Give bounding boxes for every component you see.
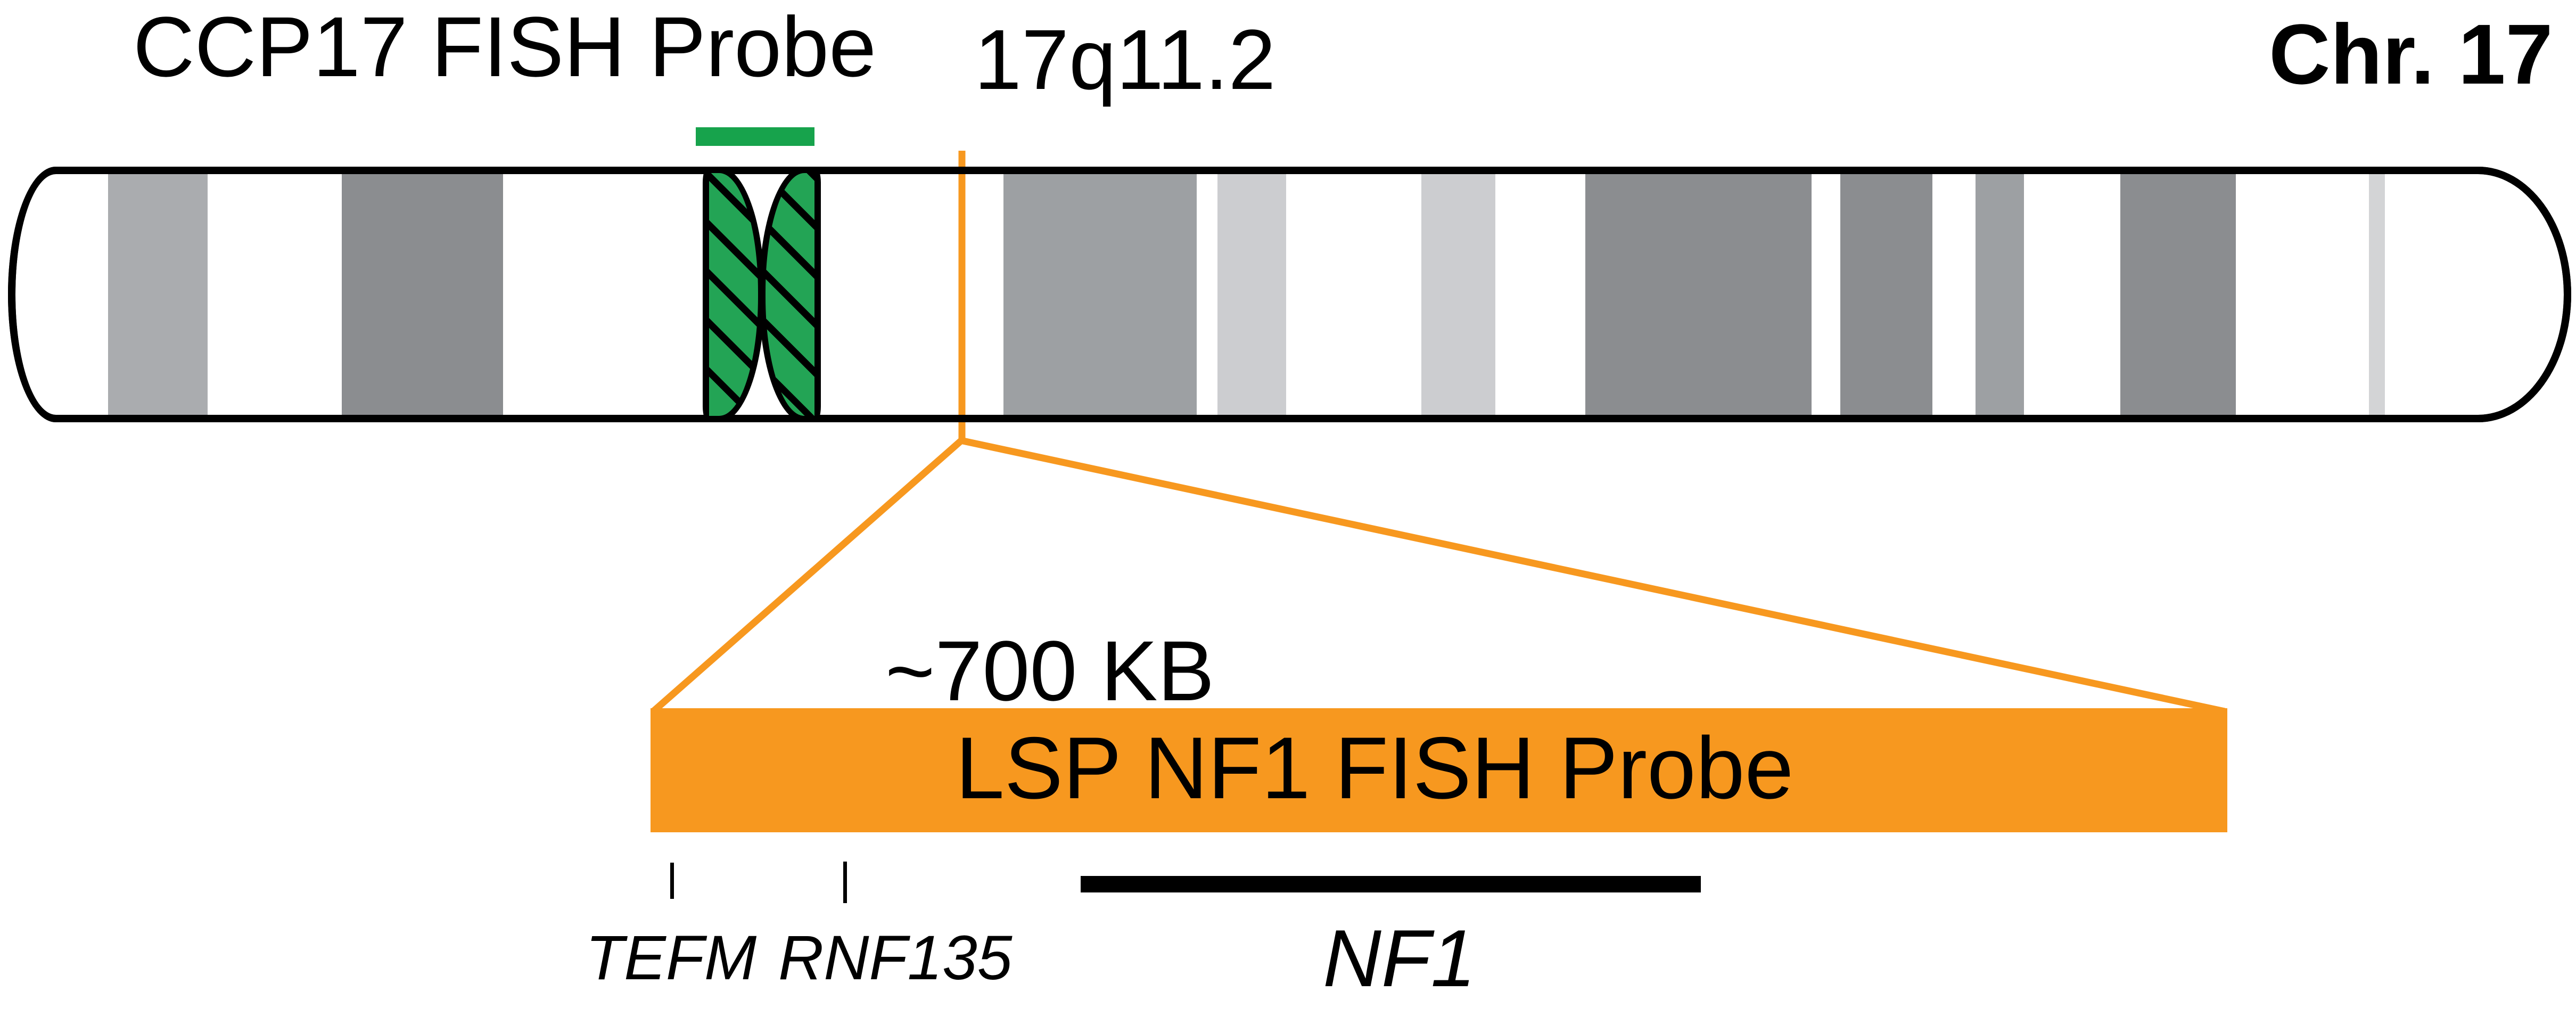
chromosome-band (342, 174, 503, 415)
tefm-tick (670, 863, 674, 899)
chromosome-band (1976, 174, 2024, 415)
locus-17q11-2-label: 17q11.2 (974, 12, 1276, 107)
chromosome-band (2369, 174, 2385, 415)
region-size-label: ~700 KB (885, 623, 1215, 718)
chromosome-band (1003, 174, 1197, 415)
ccp17-fish-probe-label: CCP17 FISH Probe (133, 0, 877, 94)
chromosome-band (108, 174, 208, 415)
ccp17-probe-bar (696, 127, 814, 146)
chromosome-17-body (8, 167, 2571, 422)
chromosome-band (1421, 174, 1495, 415)
chromosome-band (1585, 174, 1812, 415)
chromosome-17-title: Chr. 17 (2269, 6, 2553, 102)
rnf135-gene-label: RNF135 (778, 923, 1013, 993)
tefm-gene-label: TEFM (586, 923, 757, 993)
lsp-nf1-probe-label: LSP NF1 FISH Probe (956, 719, 1794, 817)
lsp-nf1-probe-rect: LSP NF1 FISH Probe (651, 708, 2227, 832)
chromosome-band (1840, 174, 1932, 415)
chromosome-band (1217, 174, 1286, 415)
nf1-gene-label: NF1 (1323, 913, 1476, 1004)
chromosome-band (2120, 174, 2236, 415)
nf1-gene-bar (1081, 876, 1701, 892)
rnf135-tick (843, 862, 847, 903)
